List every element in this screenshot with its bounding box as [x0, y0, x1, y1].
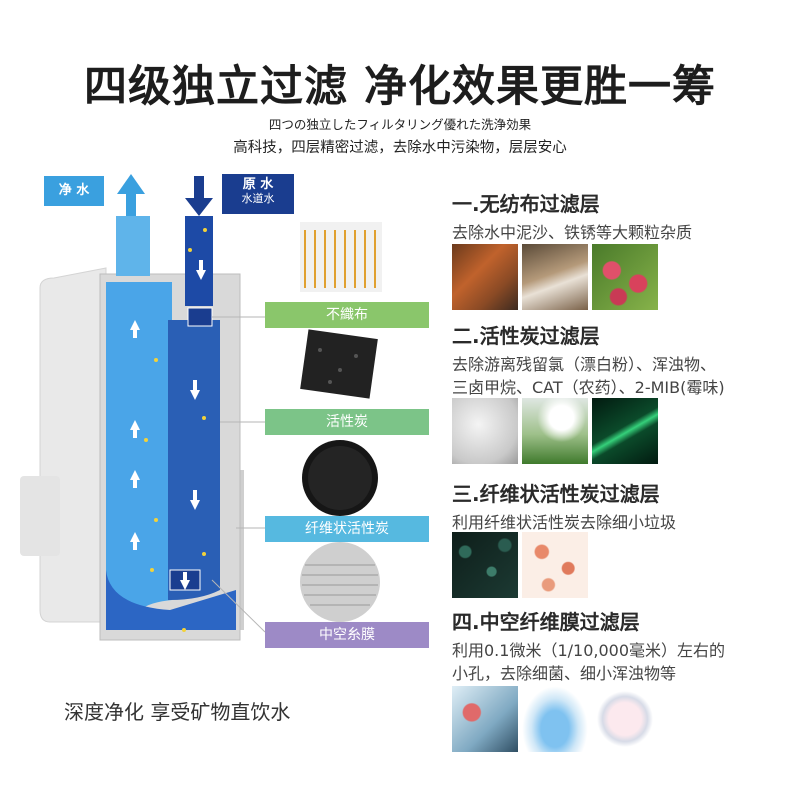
up-arrow-icon: [117, 174, 145, 216]
carbon-block-icon: [300, 329, 378, 399]
bacteria-image: [592, 244, 658, 310]
lab-microscope-image: [452, 686, 518, 752]
layer-label-text: 不織布: [326, 307, 368, 323]
membrane-disc-icon: [300, 542, 380, 622]
section-1: 一.无纺布过滤层 去除水中泥沙、铁锈等大颗粒杂质: [452, 188, 792, 244]
outlet-tag: 净 水: [44, 176, 104, 206]
page-title: 四级独立过滤 净化效果更胜一筹: [84, 62, 716, 112]
section-title: 二.活性炭过滤层: [452, 324, 600, 348]
outlet-label: 净 水: [58, 183, 90, 198]
section-3: 三.纤维状活性炭过滤层 利用纤维状活性炭去除细小垃圾: [452, 478, 792, 534]
section-desc-line: 利用0.1微米（1/10,000毫米）左右的: [452, 641, 726, 660]
japanese-subtitle: 四つの独立したフィルタリング優れた洗浄効果: [268, 117, 532, 132]
filter-cartridge-illustration: [20, 174, 382, 641]
down-arrow-icon: [185, 176, 213, 216]
fiber-carbon-disc-icon: [302, 440, 378, 516]
microbes-image: [522, 532, 588, 598]
pesticide-spraying-image: [522, 398, 588, 464]
section-desc-line: 小孔，去除细菌、细小浑浊物等: [452, 664, 677, 683]
petri-dish-image: [592, 686, 658, 752]
section-4: 四.中空纤维膜过滤层 利用0.1微米（1/10,000毫米）左右的 小孔，去除细…: [452, 606, 792, 685]
green-fiber-image: [592, 398, 658, 464]
layer-label-text: 纤维状活性炭: [305, 521, 389, 537]
chinese-subtitle: 高科技，四层精密过滤，去除水中污染物，层层安心: [233, 140, 567, 156]
inlet-sub-label: 水道水: [241, 192, 275, 205]
powder-image: [452, 398, 518, 464]
layer-label-carbon: 活性炭: [265, 409, 429, 435]
section-desc-line: 三卤甲烷、CAT（农药）、2-MIB(霉味): [452, 378, 725, 397]
inlet-tag: 原 水 水道水: [222, 174, 294, 214]
inlet-label: 原 水: [242, 177, 274, 192]
section-desc: 利用纤维状活性炭去除细小垃圾: [452, 513, 677, 532]
section-title: 一.无纺布过滤层: [452, 192, 600, 216]
filter-diagram: 净 水 原 水 水道水: [0, 170, 440, 670]
footer-slogan: 深度净化 享受矿物直饮水: [64, 700, 291, 724]
section-desc-line: 去除游离残留氯（漂白粉）、浑浊物、: [452, 355, 717, 374]
layer-label-text: 中空糸膜: [319, 627, 375, 643]
layer-label-text: 活性炭: [326, 414, 368, 430]
section-2: 二.活性炭过滤层 去除游离残留氯（漂白粉）、浑浊物、 三卤甲烷、CAT（农药）、…: [452, 320, 792, 399]
sediment-image: [522, 244, 588, 310]
section-title: 三.纤维状活性炭过滤层: [452, 482, 660, 506]
layer-label-hollow-membrane: 中空糸膜: [265, 622, 429, 648]
dark-granules-image: [452, 532, 518, 598]
layer-label-fiber-carbon: 纤维状活性炭: [265, 516, 429, 542]
section-title: 四.中空纤维膜过滤层: [452, 610, 640, 634]
rusty-pipes-image: [452, 244, 518, 310]
nonwoven-sample-icon: [300, 222, 382, 292]
section-desc: 去除水中泥沙、铁锈等大颗粒杂质: [452, 223, 693, 242]
water-glass-image: [522, 686, 588, 752]
layer-label-nonwoven: 不織布: [265, 302, 429, 328]
